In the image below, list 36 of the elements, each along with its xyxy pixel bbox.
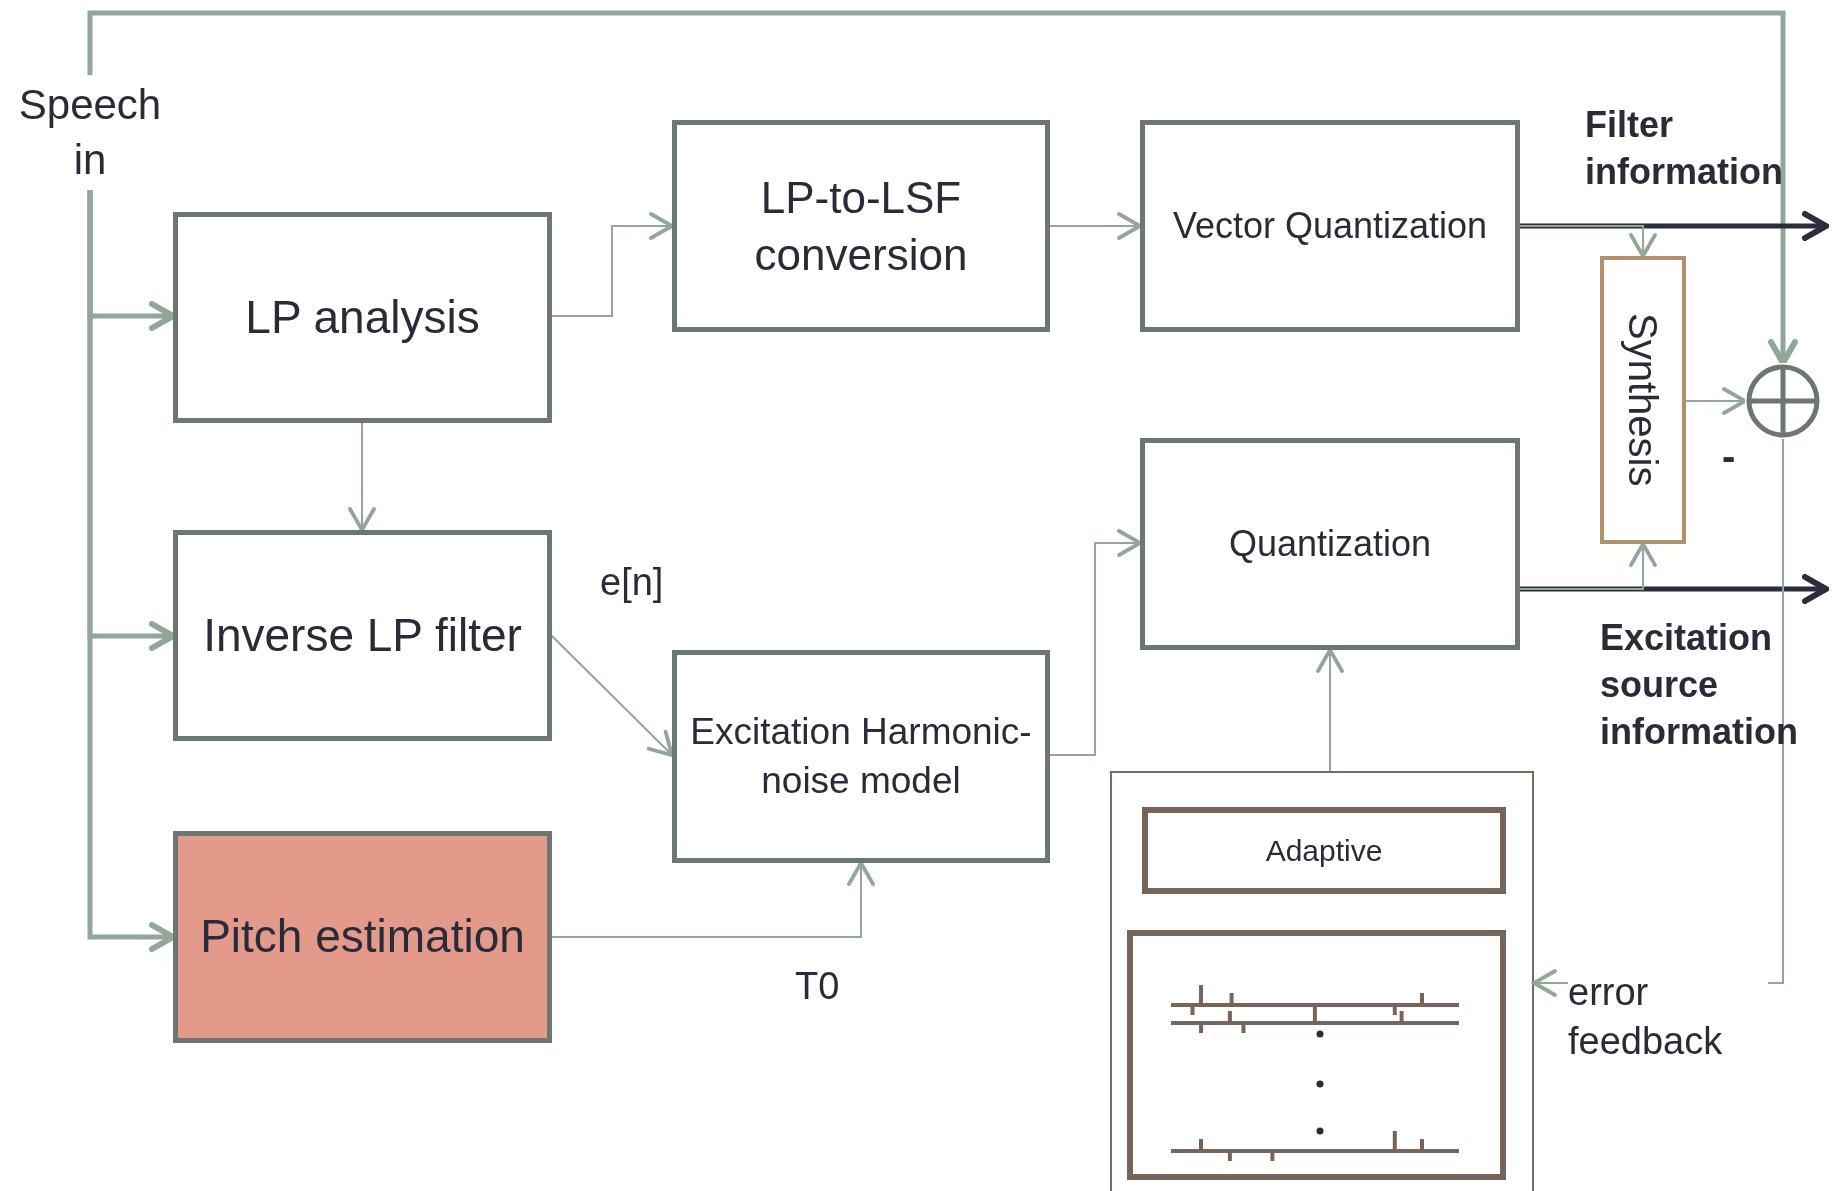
arrow (1685, 387, 1747, 415)
arrow (551, 635, 674, 757)
process-box (173, 530, 552, 741)
process-box (173, 212, 552, 423)
node-label: LP analysis (244, 289, 481, 345)
arrow (1316, 648, 1344, 772)
node-label: Speech in (17, 79, 163, 185)
arrow (1049, 212, 1142, 240)
node-label: Adaptive (1264, 833, 1384, 869)
minus-sign: - (1722, 433, 1737, 480)
arrow (348, 422, 376, 532)
node-label: Quantization (1227, 521, 1433, 566)
arrow (1519, 225, 1657, 258)
process-box (672, 120, 1050, 332)
node-label: Vector Quantization (1171, 203, 1489, 248)
codebook-panel (1110, 771, 1534, 1191)
codebook-box (1142, 807, 1506, 894)
process-box (173, 831, 552, 1043)
node-label: Synthesis (1620, 313, 1666, 487)
arrow (1519, 542, 1657, 590)
process-box (1140, 438, 1520, 650)
process-box (672, 650, 1050, 863)
output-label: Excitation source information (1600, 616, 1799, 754)
arrow (1520, 211, 1829, 241)
node-label: Excitation Harmonic-noise model (689, 710, 1033, 803)
node-label: Pitch estimation (199, 909, 526, 965)
arrow (551, 212, 674, 317)
arrow (87, 10, 1798, 366)
output-label: Filter information (1585, 103, 1784, 194)
arrow (1520, 574, 1829, 604)
node-label: LP-to-LSF conversion (753, 171, 969, 281)
arrow (1049, 529, 1142, 756)
arrow (551, 861, 875, 938)
node-label: Inverse LP filter (202, 607, 523, 663)
process-box (1600, 256, 1686, 544)
process-box (1140, 120, 1520, 332)
